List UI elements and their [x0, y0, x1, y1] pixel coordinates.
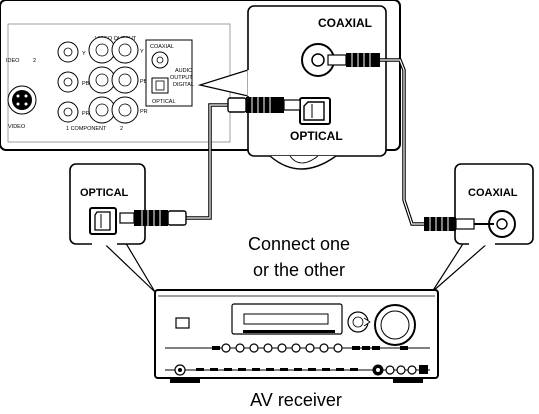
component-label: 1 COMPONENT [66, 126, 107, 132]
pb-label-left: PB [82, 81, 90, 87]
av-receiver-label: AV receiver [250, 390, 342, 410]
power-button [175, 317, 190, 329]
video-label-bottom: VIDEO [8, 124, 26, 130]
optical-receiver-callout: OPTICAL [69, 163, 156, 293]
coaxial-plug-top [327, 54, 347, 66]
output-label: OUTPUT [170, 75, 193, 81]
coaxial-cable [327, 53, 494, 231]
pr-label-left: PR [82, 111, 90, 117]
receiver-foot-left [170, 378, 200, 383]
optical-callout-label: OPTICAL [290, 129, 343, 143]
optical-cable [119, 97, 301, 226]
optical-plug-bottom [167, 210, 187, 226]
audio-output-box [145, 39, 193, 107]
av-receiver [154, 289, 439, 383]
optical-small-label: OPTICAL [152, 99, 176, 105]
receiver-foot-right [393, 378, 423, 383]
front-input-jack-2 [385, 365, 395, 375]
audio-label: AUDIO [175, 68, 193, 74]
or-the-other-text: or the other [253, 260, 345, 280]
coaxial-callout-label: COAXIAL [318, 16, 372, 30]
num-2-right-label: 2 [120, 126, 123, 132]
pb-label-right: PB [140, 79, 148, 85]
video-output-label: VIDEO OUTPUT [95, 36, 137, 42]
y-label-right: Y [140, 49, 144, 55]
front-input-jack-4 [407, 365, 417, 375]
digital-label: DIGITAL [173, 82, 194, 88]
num-2-left-label: 2 [33, 58, 36, 64]
zoom-callout: COAXIAL OPTICAL [197, 5, 387, 170]
coaxial-plug-bottom [424, 217, 456, 231]
optical-left-label: OPTICAL [80, 187, 129, 199]
optical-plug-top [227, 97, 247, 113]
video-label-top: IDEO [6, 58, 20, 64]
coaxial-small-label: COAXIAL [150, 44, 174, 50]
front-input-jack-3 [396, 365, 406, 375]
button-row [212, 343, 408, 353]
y-label-left: Y [82, 51, 86, 57]
front-optical-port [419, 365, 428, 374]
pr-label-right: PR [140, 109, 148, 115]
connect-one-text: Connect one [248, 234, 350, 254]
coaxial-right-label: COAXIAL [468, 187, 518, 199]
